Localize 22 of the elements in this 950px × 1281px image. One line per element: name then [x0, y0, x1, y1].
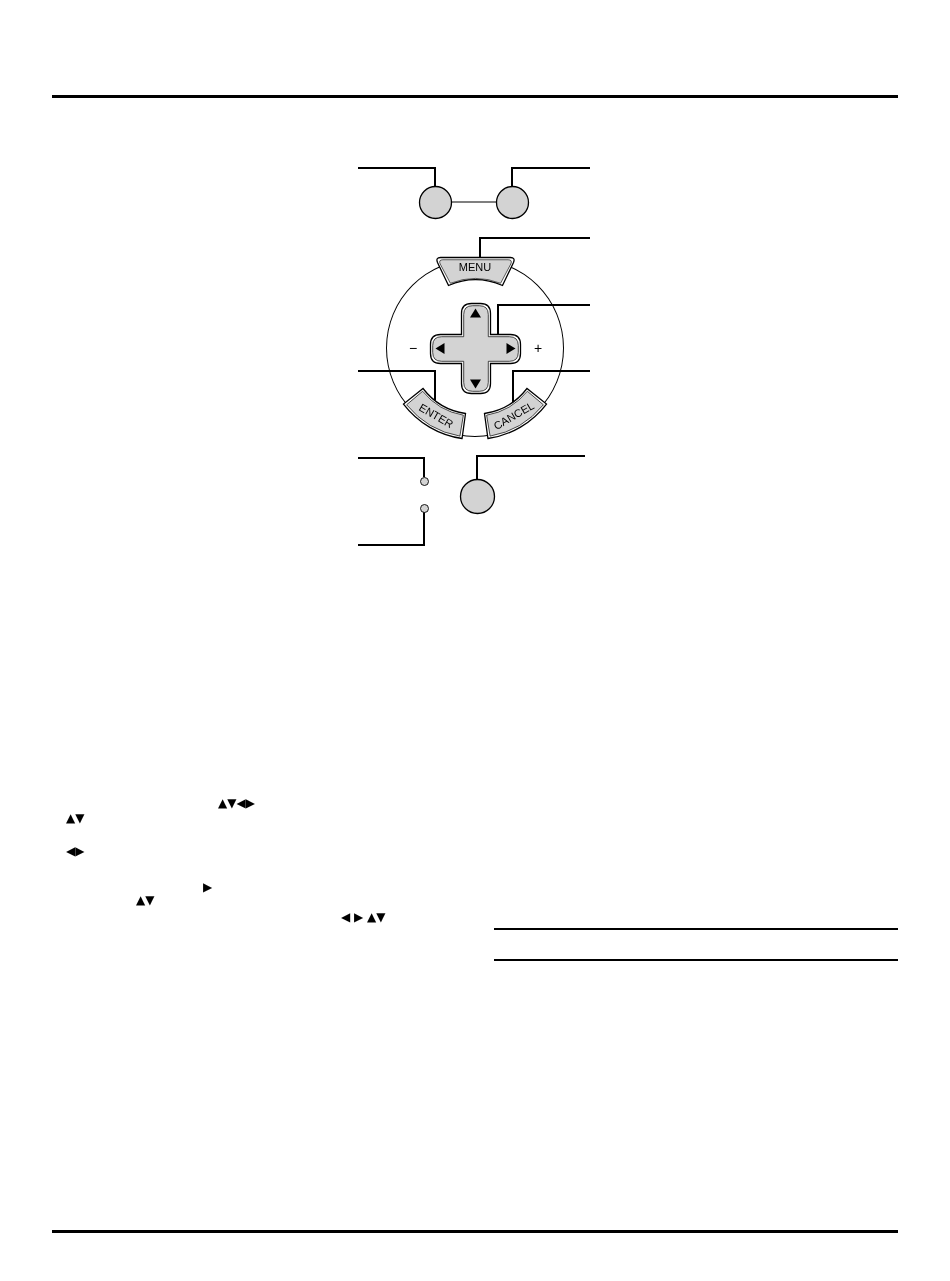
indicator-lamp [418, 475, 430, 487]
arrow-symbols: ▲▼ [66, 811, 85, 825]
leader-line [497, 304, 591, 335]
leader-line [511, 167, 591, 187]
connecting-line [450, 201, 497, 203]
leader-line [357, 511, 425, 546]
leader-line [476, 455, 586, 480]
arrow-symbols: ▲▼ [136, 893, 155, 907]
arrow-symbols: ◀ ▶ ▲▼ [341, 910, 386, 924]
round-button [494, 184, 530, 220]
round-button [417, 184, 453, 220]
indicator-lamp [418, 502, 430, 514]
leader-line [479, 237, 591, 258]
plus-sign: + [533, 340, 543, 356]
round-button [458, 477, 496, 515]
arrow-symbols: ◀▶ [66, 844, 85, 858]
minus-sign: − [408, 340, 418, 356]
leader-line [357, 457, 425, 478]
arrow-symbols: ▲▼◀▶ [218, 796, 255, 810]
arrow-symbols: ▶ [203, 880, 213, 894]
menu-button: MENU [433, 255, 517, 287]
leader-line [357, 167, 436, 187]
